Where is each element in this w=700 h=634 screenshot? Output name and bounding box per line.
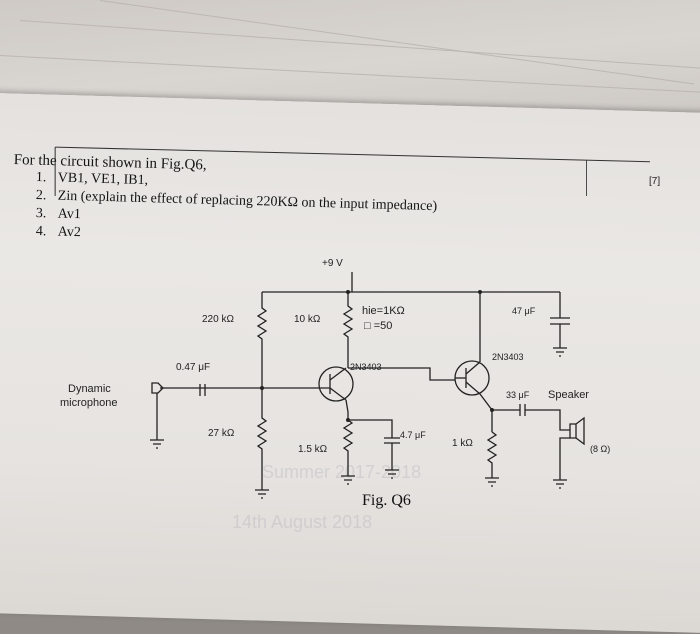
label-hie: hie=1KΩ: [362, 305, 405, 317]
label-beta: □ =50: [364, 320, 392, 332]
resistor-10k: [342, 292, 354, 368]
label-transistor-2: 2N3403: [492, 352, 524, 362]
label-47u: 47 μF: [512, 306, 536, 316]
resistor-1-5k: [342, 419, 354, 476]
ground-47u: [553, 347, 567, 357]
label-microphone: microphone: [60, 397, 117, 409]
ground-mic: [150, 439, 164, 449]
label-dynamic: Dynamic: [68, 383, 111, 395]
watermark-text: Summer 2017-2018: [262, 462, 422, 482]
ground-27k: [255, 489, 269, 499]
capacitor-emitter: [384, 437, 400, 444]
label-10k: 10 kΩ: [294, 314, 321, 325]
capacitor-supply: [550, 317, 570, 325]
label-33u: 33 μF: [506, 390, 530, 400]
speaker-symbol: [569, 416, 585, 446]
label-1-5k: 1.5 kΩ: [298, 444, 328, 455]
label-speaker: Speaker: [548, 389, 589, 401]
watermark-text: 14th August 2018: [232, 512, 373, 532]
label-4-7u: 4.7 μF: [400, 430, 426, 440]
label-27k: 27 kΩ: [208, 428, 235, 439]
label-supply: +9 V: [322, 258, 343, 269]
resistor-27k: [256, 388, 268, 490]
capacitor-input: [199, 384, 206, 396]
ground-1-5k: [341, 475, 355, 485]
figure-caption: Fig. Q6: [362, 492, 411, 509]
ground-1k: [485, 477, 499, 487]
marks-label: [7]: [649, 176, 661, 187]
circuit-diagram: +9 V 220 kΩ 10 kΩ hie=1KΩ □ =50 0.47 μF …: [60, 258, 610, 499]
resistor-1k: [486, 431, 498, 478]
label-047u: 0.47 μF: [176, 362, 210, 373]
label-transistor-1: 2N3403: [350, 362, 382, 372]
question-box: [54, 146, 651, 196]
resistor-220k: [256, 292, 268, 386]
transistor-1: [318, 366, 354, 402]
label-220k: 220 kΩ: [202, 314, 234, 325]
ground-speaker: [553, 479, 567, 489]
microphone-symbol: [151, 382, 164, 394]
capacitor-output: [519, 404, 526, 416]
label-1k: 1 kΩ: [452, 438, 473, 449]
label-speaker-value: (8 Ω): [590, 444, 610, 454]
ground-4-7u: [385, 469, 399, 479]
